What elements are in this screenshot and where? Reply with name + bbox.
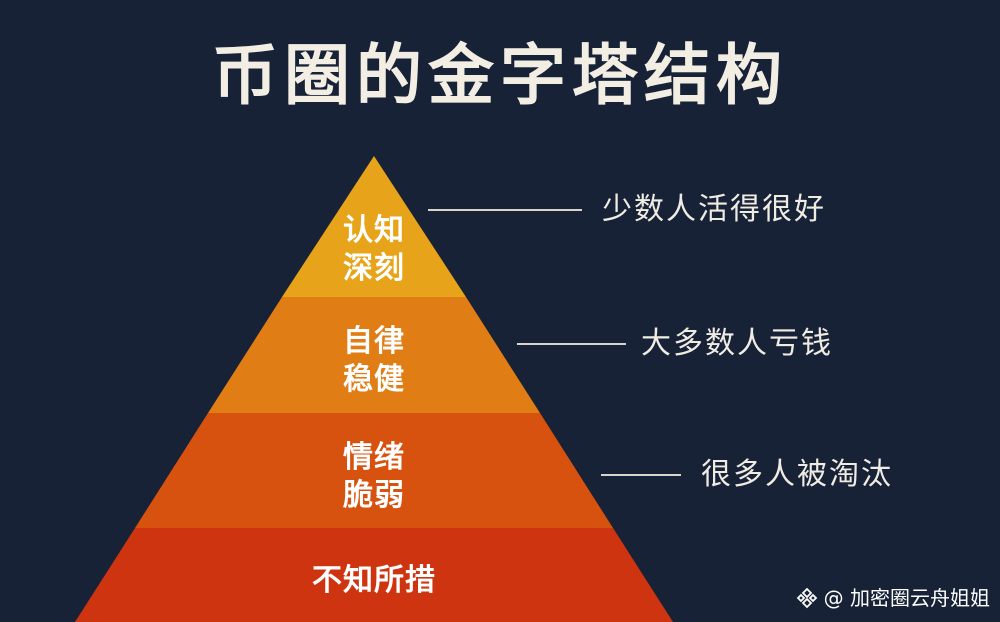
tier-1-line-2: 深刻 xyxy=(343,251,405,286)
page-title: 币圈的金字塔结构 xyxy=(212,37,788,114)
tier-3-label: 情绪 脆弱 xyxy=(314,439,434,515)
tier-3-line-1: 情绪 xyxy=(343,440,405,475)
watermark-text: @ 加密圈云舟姐姐 xyxy=(823,586,990,610)
tier-2-line-1: 自律 xyxy=(343,324,405,359)
tier-2-label: 自律 稳健 xyxy=(314,323,434,399)
pyramid-tier-2 xyxy=(208,297,540,413)
watermark: @ 加密圈云舟姐姐 xyxy=(796,584,990,612)
tier-4-label: 不知所措 xyxy=(274,562,474,600)
tier-1-label: 认知 深刻 xyxy=(314,212,434,288)
outcome-tier-2: 大多数人亏钱 xyxy=(641,326,833,361)
tier-2-line-2: 稳健 xyxy=(343,362,405,397)
pyramid-tier-1 xyxy=(282,156,466,297)
tier-3-line-2: 脆弱 xyxy=(343,478,405,513)
outcome-tier-3: 很多人被淘汰 xyxy=(701,457,893,492)
pyramid-tier-4 xyxy=(75,528,673,622)
tier-1-line-1: 认知 xyxy=(343,213,405,248)
tier-4-line-1: 不知所措 xyxy=(312,563,436,598)
binance-diamond-icon xyxy=(796,587,817,609)
pyramid-tier-3 xyxy=(135,413,613,528)
outcome-tier-1: 少数人活得很好 xyxy=(602,192,826,227)
